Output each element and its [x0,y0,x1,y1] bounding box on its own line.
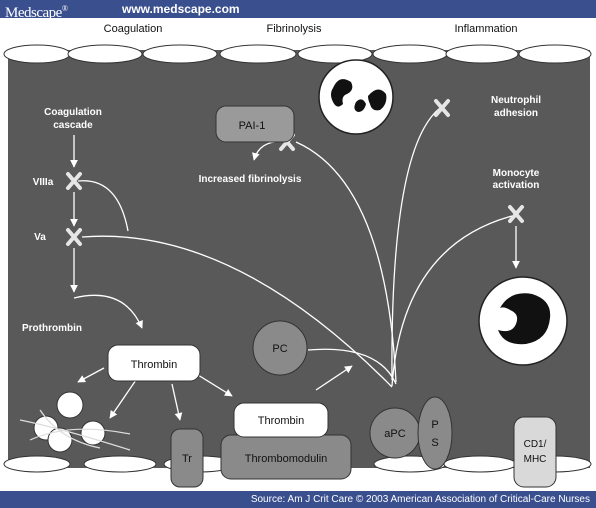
registered-mark: ® [61,4,68,13]
ps-label-p: P [431,419,438,431]
ps-label-s: S [431,437,438,449]
footer-bar: Source: Am J Crit Care © 2003 American A… [0,491,596,508]
platelet-aggregate [19,391,131,453]
monocyte-cell [478,276,568,366]
monocyte-label-2: activation [493,180,540,191]
neutrophil-label-1: Neutrophil [491,95,541,106]
mhc-label: MHC [524,454,547,465]
site-url[interactable]: www.medscape.com [122,2,240,16]
neutrophil-cell [318,59,394,135]
pc-label: PC [272,343,287,355]
increased-fibrinolysis-label: Increased fibrinolysis [199,174,302,185]
viiia-label: VIIIa [33,177,54,188]
pai1-label: PAI-1 [239,120,266,132]
monocyte-label-1: Monocyte [493,168,540,179]
prothrombin-label: Prothrombin [22,323,82,334]
endothelium-top [3,44,592,64]
cd1-label: CD1/ [524,439,547,450]
vessel-tissue [8,50,590,468]
ps-cell [417,396,453,470]
header-bar: Medscape® www.medscape.com [0,0,596,21]
thrombomodulin-label: Thrombomodulin [245,453,328,465]
apc-label: aPC [384,428,405,440]
cd1-mhc-box [513,416,557,488]
bound-thrombin-box [233,402,329,438]
bound-thrombin-label: Thrombin [258,415,304,427]
coag-cascade-label-1: Coagulation [44,107,102,118]
section-coagulation: Coagulation [104,23,163,35]
logo-text: Medscape [5,5,62,21]
tr-label: Tr [182,453,192,465]
neutrophil-label-2: adhesion [494,108,538,119]
medscape-logo[interactable]: Medscape® [5,0,68,22]
section-fibrinolysis: Fibrinolysis [266,23,322,35]
thrombin-label: Thrombin [131,359,177,371]
va-label: Va [34,232,46,243]
section-inflammation: Inflammation [455,23,518,35]
thrombin-box [107,344,201,382]
source-citation: Source: Am J Crit Care © 2003 American A… [250,494,590,505]
coag-cascade-label-2: cascade [53,120,93,131]
tr-box [170,428,204,488]
pc-cell [252,320,308,376]
pai1-box [215,105,295,143]
